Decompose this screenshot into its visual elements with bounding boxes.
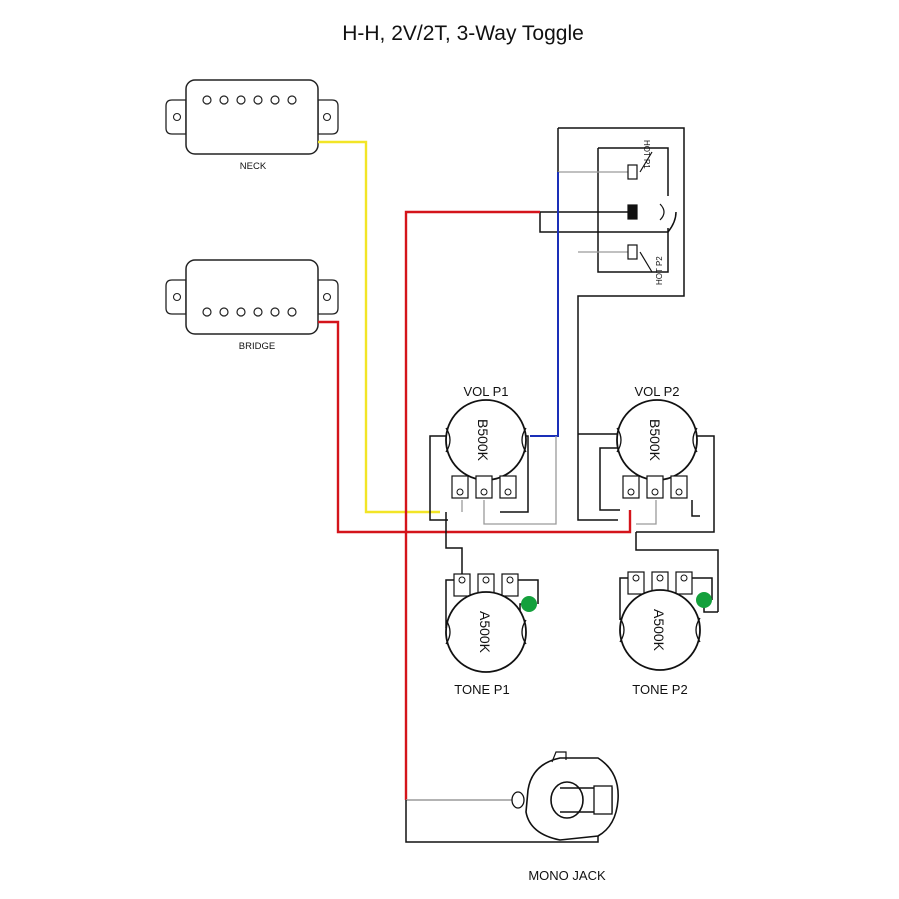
toggle-switch: HOT P1 HOT P2 bbox=[539, 127, 685, 434]
tone-p2-label: TONE P2 bbox=[632, 682, 687, 697]
bridge-pickup: BRIDGE bbox=[165, 259, 339, 352]
output-hot-wire bbox=[404, 210, 540, 800]
neck-hot-wire bbox=[318, 140, 440, 514]
mono-jack: MONO JACK bbox=[511, 751, 619, 883]
tone-p2-capacitor bbox=[696, 592, 712, 608]
bridge-hot-wire bbox=[318, 320, 632, 534]
tone-p1-pot: TONE P1 A500K bbox=[445, 573, 539, 697]
mono-jack-label: MONO JACK bbox=[528, 868, 606, 883]
tone-p2-pot: TONE P2 A500K bbox=[619, 571, 718, 697]
wires bbox=[318, 140, 632, 843]
bridge-label: BRIDGE bbox=[239, 341, 275, 352]
switch-lug-p2 bbox=[627, 244, 638, 260]
vol-p1-value: B500K bbox=[475, 419, 491, 462]
hot-p1-label: HOT P1 bbox=[642, 140, 651, 169]
neck-pole-pieces bbox=[202, 95, 297, 105]
tone-p1-capacitor bbox=[521, 596, 537, 612]
vol-p2-value: B500K bbox=[647, 419, 663, 462]
switch-lug-p1 bbox=[627, 164, 638, 180]
vol-p1-label: VOL P1 bbox=[463, 384, 508, 399]
neck-pickup: NECK bbox=[165, 79, 339, 172]
diagram-title: H-H, 2V/2T, 3-Way Toggle bbox=[342, 22, 584, 45]
tone-p1-label: TONE P1 bbox=[454, 682, 509, 697]
tone-p2-value: A500K bbox=[651, 609, 667, 652]
vol-p2-pot: VOL P2 B500K bbox=[577, 384, 719, 612]
vol-p2-label: VOL P2 bbox=[634, 384, 679, 399]
vol-p1-pot: VOL P1 B500K bbox=[429, 384, 557, 576]
bridge-pole-pieces bbox=[202, 307, 297, 317]
tone-p1-value: A500K bbox=[477, 611, 493, 654]
neck-label: NECK bbox=[240, 161, 267, 172]
hot-p2-label: HOT P2 bbox=[655, 256, 664, 285]
switch-to-vol-wire bbox=[530, 172, 559, 437]
switch-lug-common bbox=[627, 204, 638, 220]
